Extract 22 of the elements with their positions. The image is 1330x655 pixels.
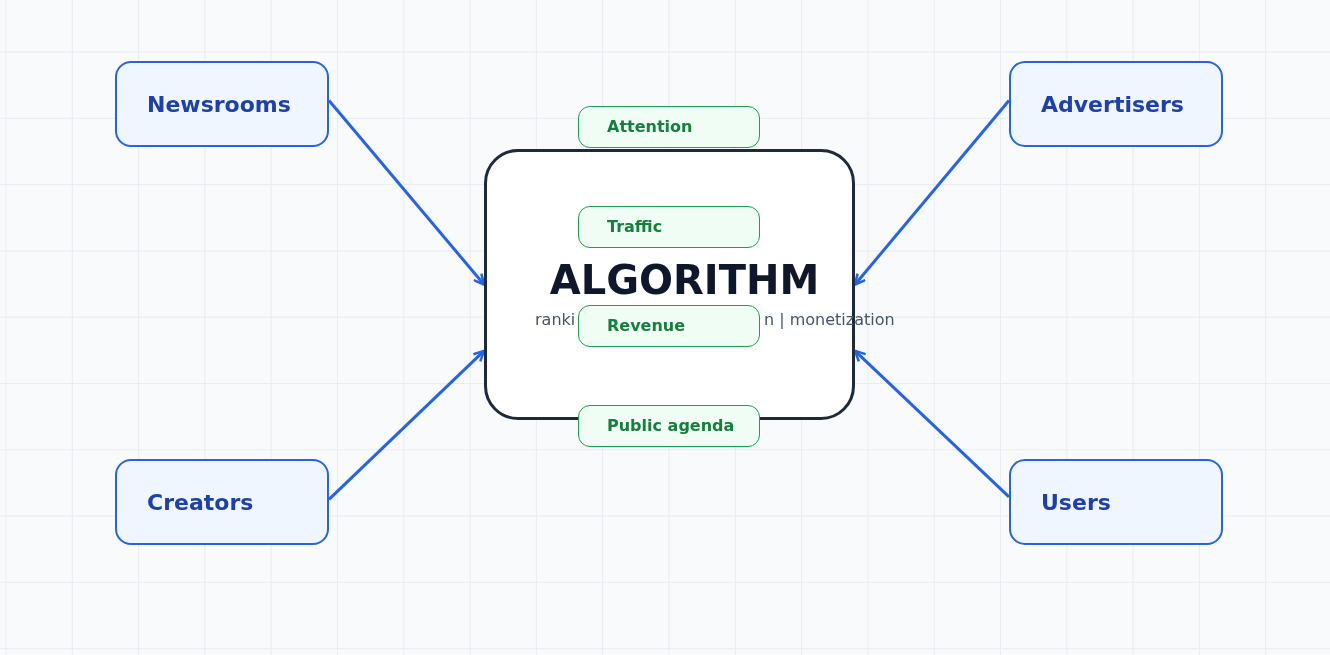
arrow xyxy=(327,99,486,286)
flow-pill xyxy=(578,206,760,248)
actor-label: Advertisers xyxy=(1041,90,1184,119)
flow-label: Revenue xyxy=(607,315,686,337)
flow-label: Public agenda xyxy=(607,415,735,437)
arrow xyxy=(327,349,486,501)
actor-box xyxy=(1009,459,1223,545)
flow-pill xyxy=(578,305,760,347)
actor-box xyxy=(115,459,329,545)
actor-label: Creators xyxy=(147,488,254,517)
actor-box xyxy=(1009,61,1223,147)
actor-label: Users xyxy=(1041,488,1111,517)
flow-label: Traffic xyxy=(607,216,663,238)
arrow xyxy=(853,349,1011,498)
actor-label: Newsrooms xyxy=(147,90,291,119)
algorithm-title: ALGORITHM xyxy=(548,256,821,304)
flow-label: Attention xyxy=(607,116,693,138)
flow-pill xyxy=(578,106,760,148)
arrow xyxy=(853,99,1011,286)
subtitle-text: ranki xyxy=(535,310,576,330)
actor-box xyxy=(115,61,329,147)
flow-pill xyxy=(578,405,760,447)
